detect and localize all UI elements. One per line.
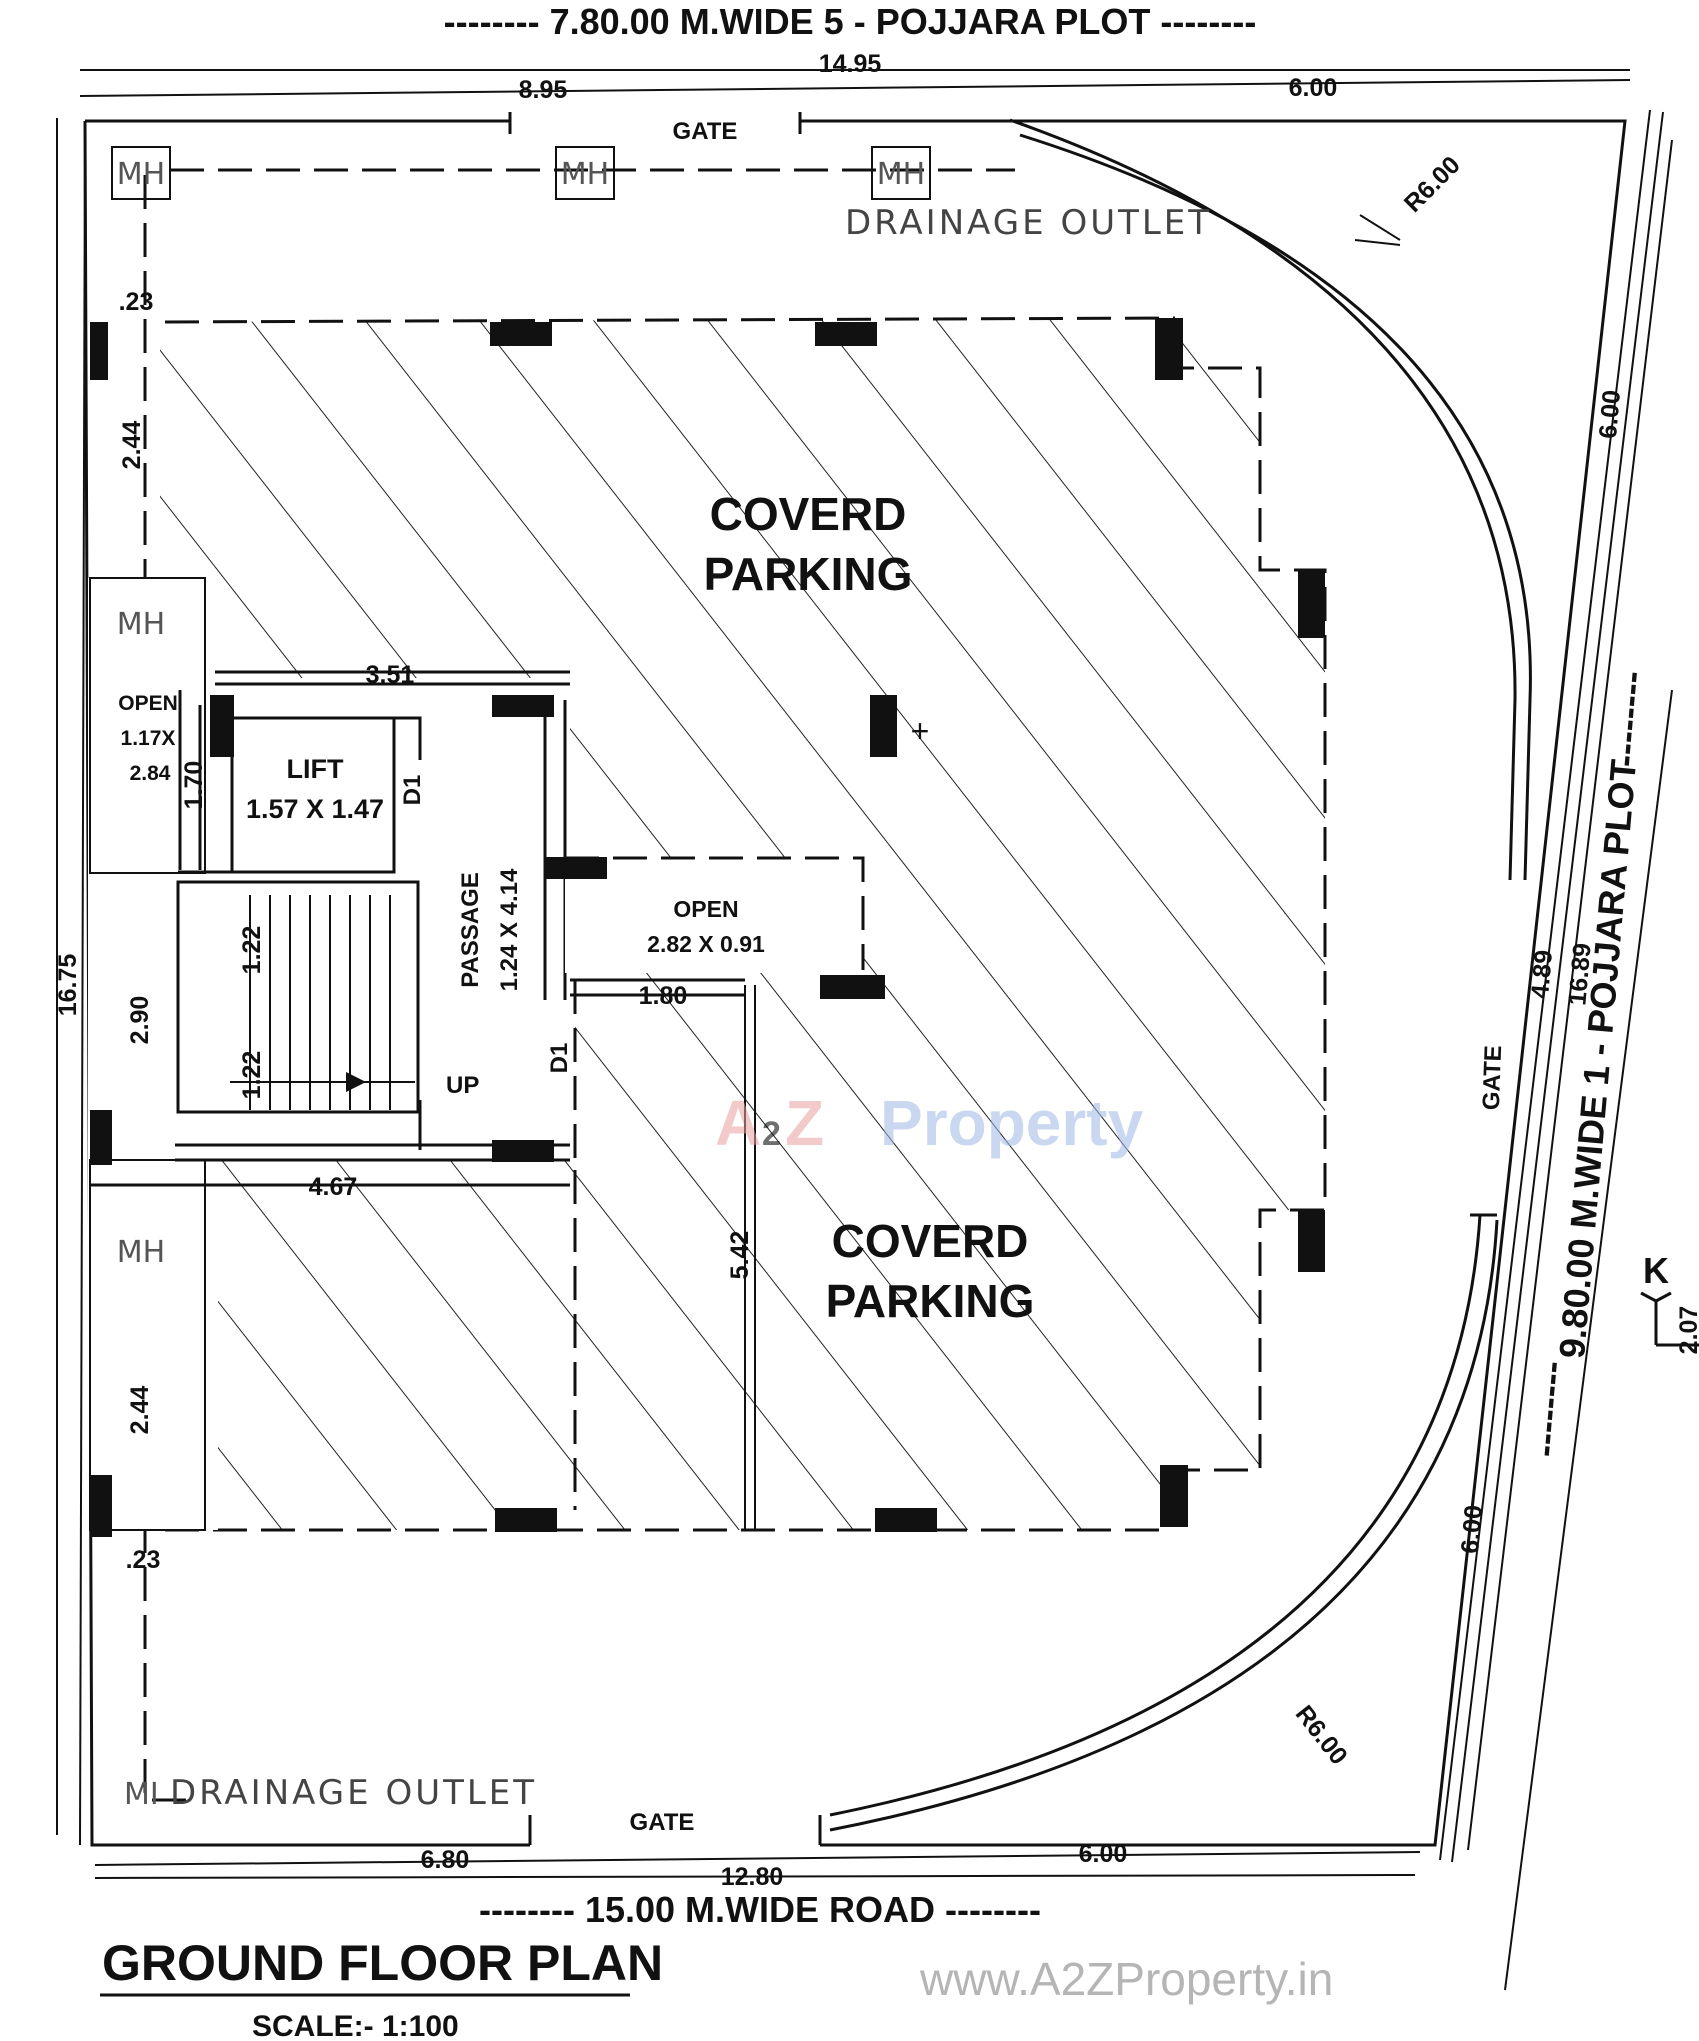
covered-parking-lower-line2: PARKING (826, 1275, 1035, 1327)
dim-top-total: 14.95 (819, 50, 882, 78)
manhole-label: MH (561, 157, 609, 192)
manhole-label-bottom: MI (124, 1777, 159, 1812)
watermark-logo: A 2 Z Property (715, 1087, 1144, 1159)
watermark-letter-z: Z (785, 1087, 824, 1159)
manhole-label: MH (117, 157, 165, 192)
dim-left-upper: 2.44 (118, 421, 146, 470)
dim-passage-width: 1.80 (639, 982, 688, 1010)
dim-top-right: 6.00 (1289, 74, 1338, 102)
dim-bottom-total: 12.80 (721, 1863, 784, 1891)
north-marker-letter: K (1643, 1250, 1669, 1291)
watermark-url: www.A2ZProperty.in (919, 1953, 1333, 2005)
covered-parking-lower-line1: COVERD (832, 1215, 1029, 1267)
edge-dimension: 2.07 (1675, 1306, 1699, 1355)
covered-parking-upper-line1: COVERD (710, 488, 907, 540)
dimension-lines (56, 69, 1631, 1879)
radius-top: R6.00 (1399, 151, 1466, 218)
gate-label-top: GATE (673, 118, 738, 145)
dim-bottom-left: 6.80 (421, 1846, 470, 1874)
watermark-letter-2: 2 (762, 1115, 781, 1153)
dim-stair-a: 1.22 (238, 926, 266, 975)
gate-label-right: GATE (1478, 1045, 1507, 1111)
dim-left-mid: 2.90 (126, 996, 154, 1045)
open-left-line2: 1.17X (121, 727, 176, 750)
road-label-right-dashes-bottom: -------- (1523, 1359, 1572, 1458)
passage-size: 1.24 X 4.14 (496, 868, 523, 991)
watermark-word-property: Property (880, 1087, 1144, 1159)
open-left-line3: 2.84 (130, 762, 171, 785)
covered-parking-upper-line2: PARKING (704, 548, 913, 600)
drawing-title: GROUND FLOOR PLAN (102, 1935, 663, 1991)
drainage-outlet-bottom: DRAINAGE OUTLET (170, 1773, 537, 1813)
dim-core-width: 3.51 (366, 661, 415, 689)
door-label: D1 (546, 1043, 573, 1074)
lift-label: LIFT (287, 754, 344, 784)
dim-core-base: 4.67 (309, 1173, 358, 1201)
dim-top-left: 8.95 (519, 76, 568, 104)
watermark-letter-a: A (715, 1087, 761, 1159)
center-mark: + (911, 713, 930, 749)
open-middle-line2: 2.82 X 0.91 (647, 931, 765, 957)
lift-size: 1.57 X 1.47 (246, 794, 384, 824)
open-left-line1: OPEN (118, 692, 178, 715)
road-label-top: -------- 7.80.00 M.WIDE 5 - POJJARA PLOT… (444, 1, 1257, 42)
dim-passage-height: 5.42 (726, 1231, 754, 1280)
curved-driveway (829, 118, 1532, 1832)
drainage-outlet-top: DRAINAGE OUTLET (845, 203, 1212, 243)
dim-open-height: 1.70 (180, 761, 208, 810)
door-label: D1 (399, 775, 426, 806)
columns (90, 318, 1325, 1537)
dim-bottom-right: 6.00 (1079, 1840, 1128, 1868)
drawing-scale: SCALE:- 1:100 (252, 2010, 459, 2041)
radius-bottom: R6.00 (1290, 1700, 1353, 1770)
north-marker: K 2.07 (1640, 1250, 1699, 1355)
dim-right-total: 16.89 (1563, 942, 1596, 1007)
building-outline (164, 316, 1327, 1532)
manhole-label: MH (877, 157, 925, 192)
stair-up-label: UP (446, 1072, 479, 1099)
manhole-label: MH (117, 607, 165, 642)
setback-bottom: .23 (126, 1546, 161, 1574)
road-label-right: 9.80.00 M.WIDE 1 - POJJARA PLOT (1551, 758, 1644, 1360)
dim-right-lower: 6.00 (1456, 1504, 1488, 1555)
open-duct-middle (565, 856, 865, 973)
dim-stair-b: 1.22 (238, 1051, 266, 1100)
core-area (88, 577, 756, 1531)
gate-label-bottom: GATE (630, 1809, 695, 1836)
open-middle-line1: OPEN (673, 896, 738, 922)
dim-left-total: 16.75 (54, 954, 82, 1017)
gate-openings (508, 112, 822, 1852)
road-label-right-dashes-top: -------- (1603, 669, 1652, 768)
setback-top: .23 (119, 288, 154, 316)
dim-left-lower: 2.44 (126, 1386, 154, 1435)
dim-right-gap: 4.89 (1526, 949, 1558, 1000)
manhole-label: MH (117, 1235, 165, 1270)
dim-right-upper: 6.00 (1594, 389, 1626, 440)
passage-label: PASSAGE (457, 872, 484, 988)
road-label-bottom: -------- 15.00 M.WIDE ROAD -------- (479, 1889, 1041, 1930)
